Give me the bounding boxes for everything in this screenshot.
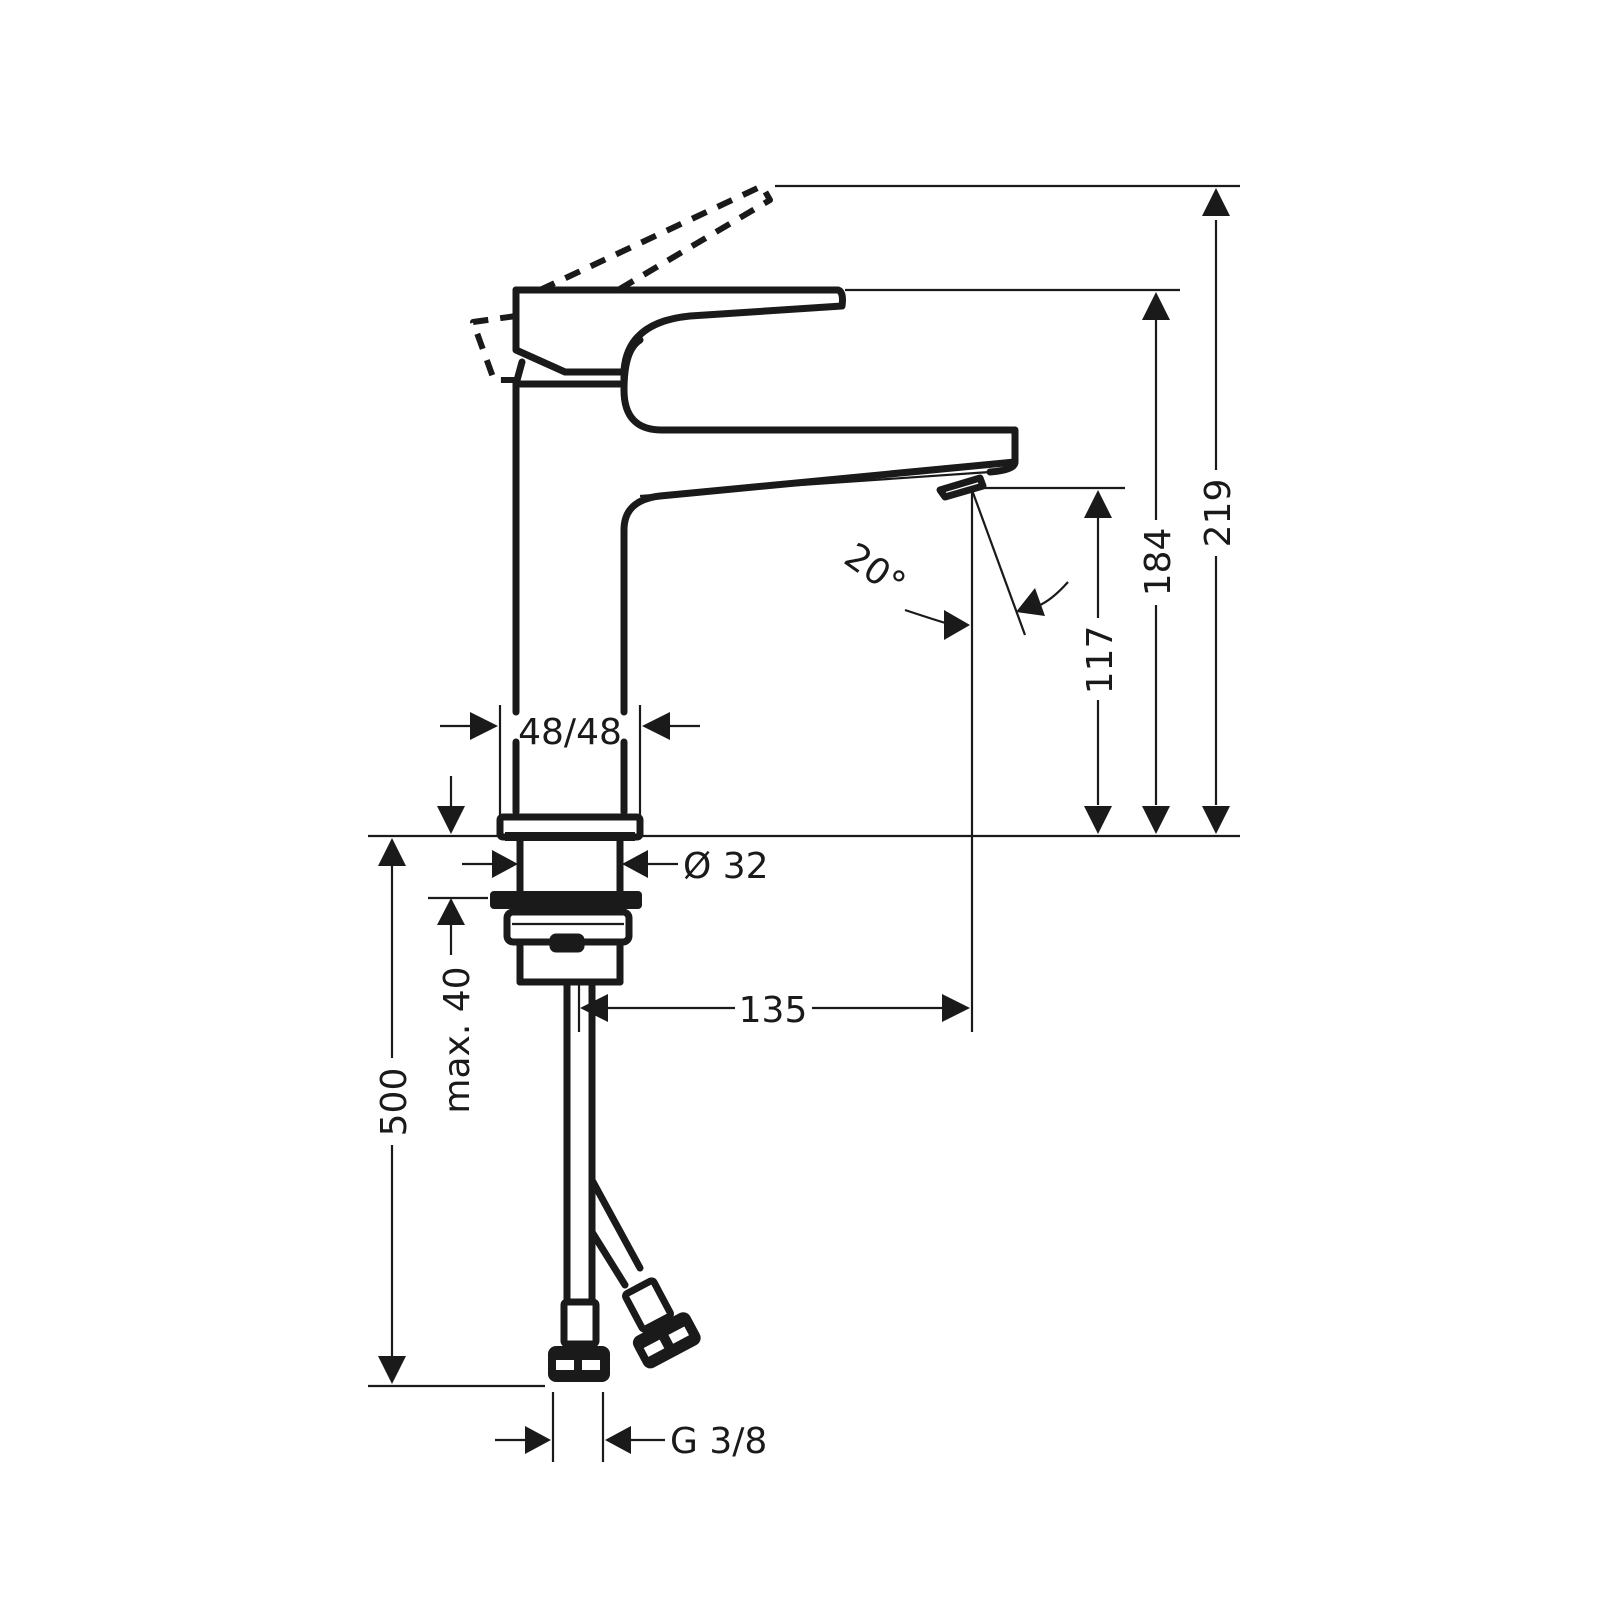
label-g-3-8: G 3/8 (670, 1421, 767, 1462)
dimension-spout-reach: 135 (580, 990, 970, 1031)
label-48-48: 48/48 (518, 712, 622, 753)
label-max-40: max. 40 (437, 966, 478, 1113)
dimension-spray-angle: 20° (837, 535, 1069, 640)
dimension-shank-diameter: Ø 32 (462, 846, 769, 887)
label-135: 135 (739, 990, 808, 1031)
dimension-spout-height: 117 (1080, 490, 1121, 834)
label-219: 219 (1198, 479, 1239, 548)
dimension-counter-thickness: max. 40 (437, 776, 478, 1114)
dimension-hose-length: 500 (374, 838, 415, 1384)
supply-hoses (548, 981, 701, 1382)
label-20-degrees: 20° (837, 535, 913, 605)
dimension-body-size: 48/48 (440, 712, 700, 753)
base-and-shank (490, 813, 644, 986)
dimension-connection-thread: G 3/8 (495, 1421, 767, 1462)
lever-handle (512, 286, 846, 388)
dimension-lever-height: 184 (1138, 292, 1179, 834)
label-diameter-32: Ø 32 (683, 846, 769, 887)
label-117: 117 (1080, 626, 1121, 695)
faucet-body (512, 336, 1019, 816)
label-500: 500 (374, 1068, 415, 1137)
label-184: 184 (1138, 528, 1179, 597)
dimension-total-height: 219 (1198, 188, 1239, 834)
lever-raised-position (470, 183, 773, 383)
extension-lines (368, 184, 1240, 1462)
